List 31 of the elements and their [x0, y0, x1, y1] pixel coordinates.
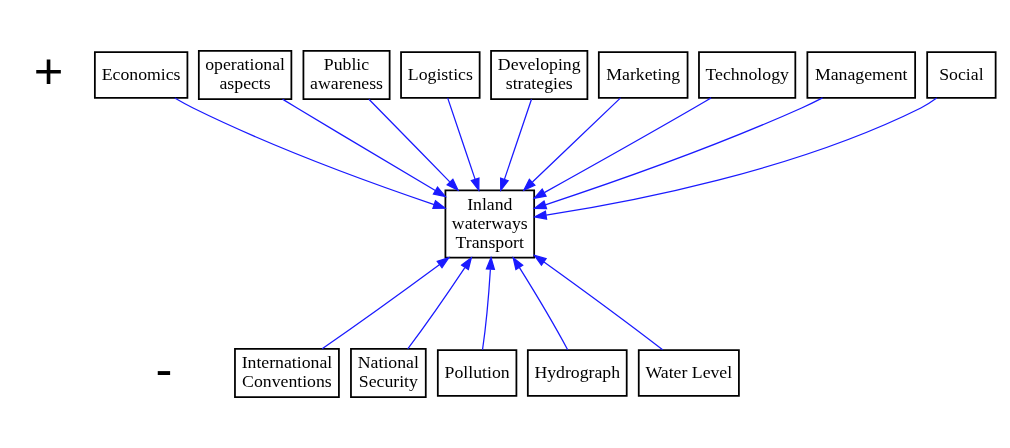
node-box: Logistics — [400, 51, 481, 99]
node-box: Pollution — [436, 349, 518, 397]
node-box: Social — [926, 51, 997, 99]
node-box: Hydrograph — [526, 349, 628, 397]
node-box: operational aspects — [197, 50, 293, 100]
arrow — [532, 97, 824, 210]
arrow — [407, 256, 473, 350]
arrow — [532, 254, 664, 351]
arrow — [368, 98, 460, 192]
node-box: Water Level — [637, 349, 740, 397]
label: + — [33, 41, 64, 99]
arrow — [321, 256, 451, 350]
arrow — [522, 97, 622, 192]
node-box: Developing strategies — [490, 50, 589, 100]
arrow — [532, 97, 712, 200]
node-box: National Security — [350, 348, 427, 398]
node-box: Economics — [94, 51, 189, 99]
node-box: Management — [806, 51, 916, 99]
label: - — [155, 339, 173, 397]
arrow — [174, 97, 447, 209]
arrow — [512, 256, 569, 351]
arrow — [447, 97, 480, 193]
arrow — [532, 97, 938, 220]
arrow — [481, 255, 496, 351]
node-box: Technology — [698, 51, 797, 99]
node-box: International Conventions — [234, 348, 340, 398]
node-box: Public awareness — [302, 50, 391, 100]
node-box: Marketing — [597, 51, 689, 99]
node-box: Inland waterways Transport — [444, 189, 536, 259]
arrow — [281, 98, 447, 198]
arrow — [500, 98, 533, 193]
